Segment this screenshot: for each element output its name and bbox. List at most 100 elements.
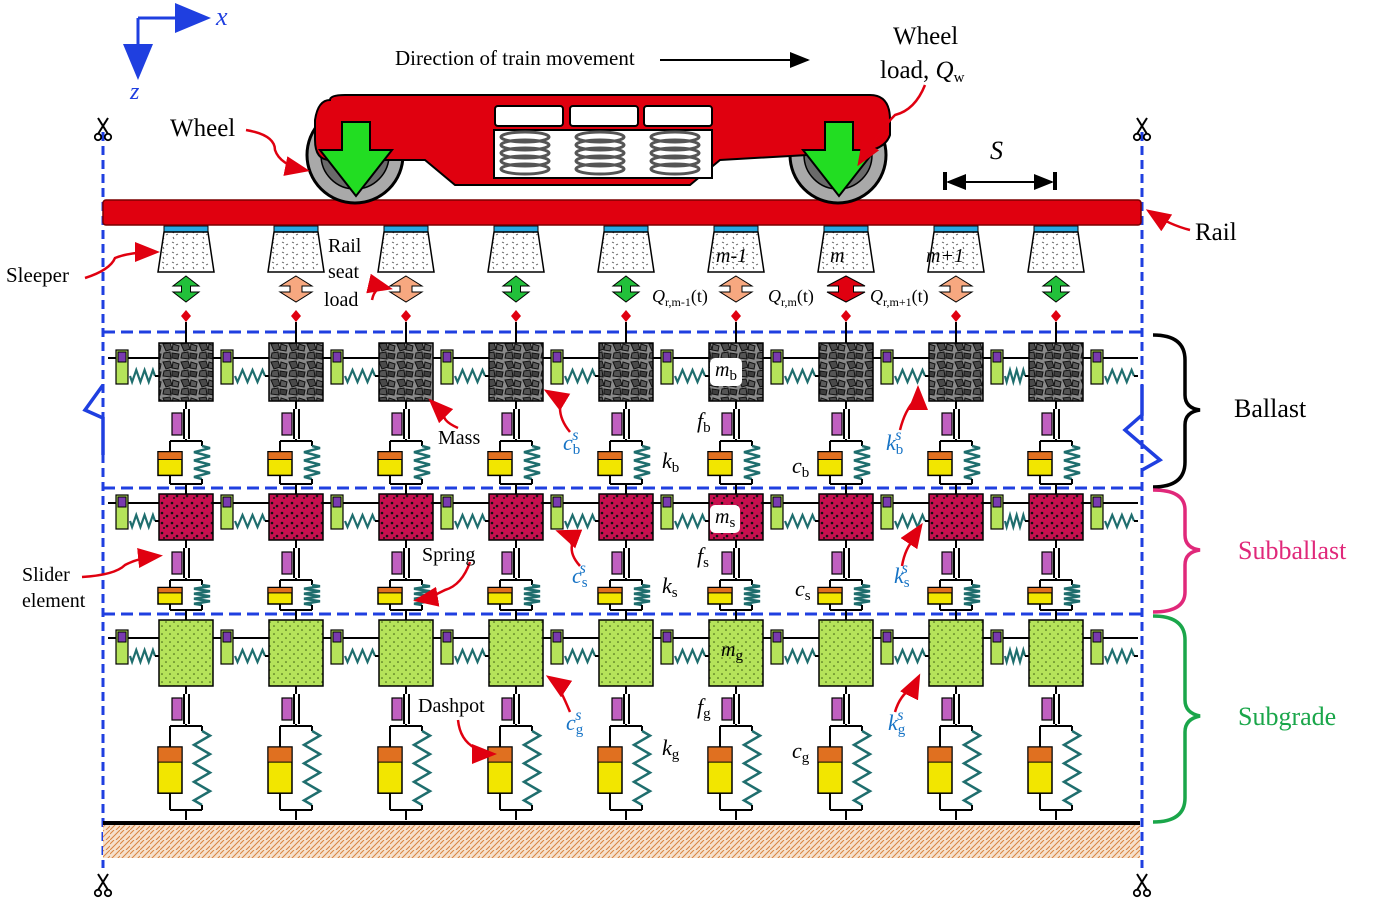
axis-icon [138, 18, 205, 74]
sleeper-index-m-minus-1: m-1 [716, 246, 747, 266]
rail-pad [494, 226, 538, 232]
slider-block [282, 698, 292, 720]
shear-damping-callout-subgrade [550, 678, 570, 712]
spring-callout [418, 562, 470, 600]
stiffness-symbol-subballast: ks [662, 575, 678, 601]
rail-pad [274, 226, 318, 232]
mass-block [159, 494, 213, 540]
rail-seat-load-callout [372, 288, 388, 301]
shear-spring [235, 515, 265, 527]
slider-block [172, 413, 182, 435]
shear-spring [455, 370, 485, 382]
rail-pad [384, 226, 428, 232]
mass-symbol-subballast: ms [710, 505, 740, 533]
q-m-plus-1-label: Qr,m+1(t) [870, 287, 929, 308]
spring [524, 446, 540, 479]
left-boundary-zigzag [85, 385, 103, 455]
slider-block [722, 413, 732, 435]
slider-label-1: Slider [22, 565, 70, 585]
mass-block [599, 620, 653, 686]
mass-symbol-ballast: mb [710, 358, 742, 386]
spring [414, 446, 430, 479]
spring [1064, 585, 1080, 605]
slider-block [502, 698, 512, 720]
shear-spring [345, 515, 375, 527]
shear-spring [675, 370, 705, 382]
sleeper-callout [85, 252, 155, 278]
slider-block [942, 698, 952, 720]
rail-pad [1034, 226, 1078, 232]
spring [964, 585, 980, 605]
mass-block [599, 343, 653, 401]
spring [964, 731, 980, 805]
mass-label: Mass [438, 428, 480, 448]
spring-label: Spring [422, 545, 475, 565]
rail-pad [934, 226, 978, 232]
rail-label: Rail [1195, 220, 1237, 245]
shear-spring [1105, 650, 1134, 662]
track-columns [108, 226, 1138, 820]
slider-block [612, 552, 622, 574]
shear-damping-callout-subballast [560, 532, 580, 566]
damping-symbol-ballast: cb [792, 455, 809, 481]
mass-block [379, 494, 433, 540]
ballast-label: Ballast [1234, 396, 1306, 422]
spring [304, 585, 320, 605]
spring [304, 446, 320, 479]
wheel-load-line2: load, Qw [880, 58, 964, 86]
spring [524, 731, 540, 805]
shear-damping-subballast: css [572, 565, 594, 591]
scissors-icon [1134, 874, 1150, 896]
shear-spring [785, 370, 815, 382]
shear-spring [565, 370, 595, 382]
shear-spring [345, 370, 375, 382]
shear-spring [895, 370, 925, 382]
slider-block [942, 552, 952, 574]
track-column [598, 226, 654, 820]
shear-stiffness-subgrade: kgs [888, 712, 912, 738]
mass-block [489, 343, 543, 401]
spring [194, 446, 210, 479]
mass-block [1029, 620, 1083, 686]
spring [964, 446, 980, 479]
wheel-load-line1: Wheel [893, 24, 958, 49]
slider-block [392, 698, 402, 720]
spring [194, 585, 210, 605]
shear-spring [235, 650, 265, 662]
mass-block [819, 343, 873, 401]
mass-block [489, 620, 543, 686]
rail [103, 200, 1141, 225]
mass-block [269, 620, 323, 686]
axis-z-label: z [130, 80, 139, 104]
shear-spring [1105, 515, 1134, 527]
mass-block [489, 494, 543, 540]
spring [194, 731, 210, 805]
rail-seat-force-arrow [173, 276, 199, 302]
node-marker [841, 310, 851, 322]
rail-seat-force-arrow [827, 276, 865, 302]
slider-block [722, 698, 732, 720]
spring [634, 585, 650, 605]
spring [854, 446, 870, 479]
mass-block [159, 620, 213, 686]
shear-spring [130, 650, 155, 662]
shear-stiffness-ballast: kbs [886, 432, 910, 458]
shear-spring [675, 515, 705, 527]
mass-block [599, 494, 653, 540]
shear-spring [455, 650, 485, 662]
spring [854, 731, 870, 805]
ground-base [103, 823, 1140, 858]
shear-damping-ballast: cbs [563, 432, 587, 458]
rail-seat-force-arrow [1043, 276, 1069, 302]
shear-spring [565, 515, 595, 527]
direction-label: Direction of train movement [395, 48, 635, 69]
slider-block [172, 552, 182, 574]
slider-block [1042, 552, 1052, 574]
sleeper [268, 232, 324, 272]
sleeper [378, 232, 434, 272]
sleeper [158, 232, 214, 272]
wheel-callout [246, 130, 305, 170]
slider-block [282, 413, 292, 435]
track-column [158, 226, 214, 820]
